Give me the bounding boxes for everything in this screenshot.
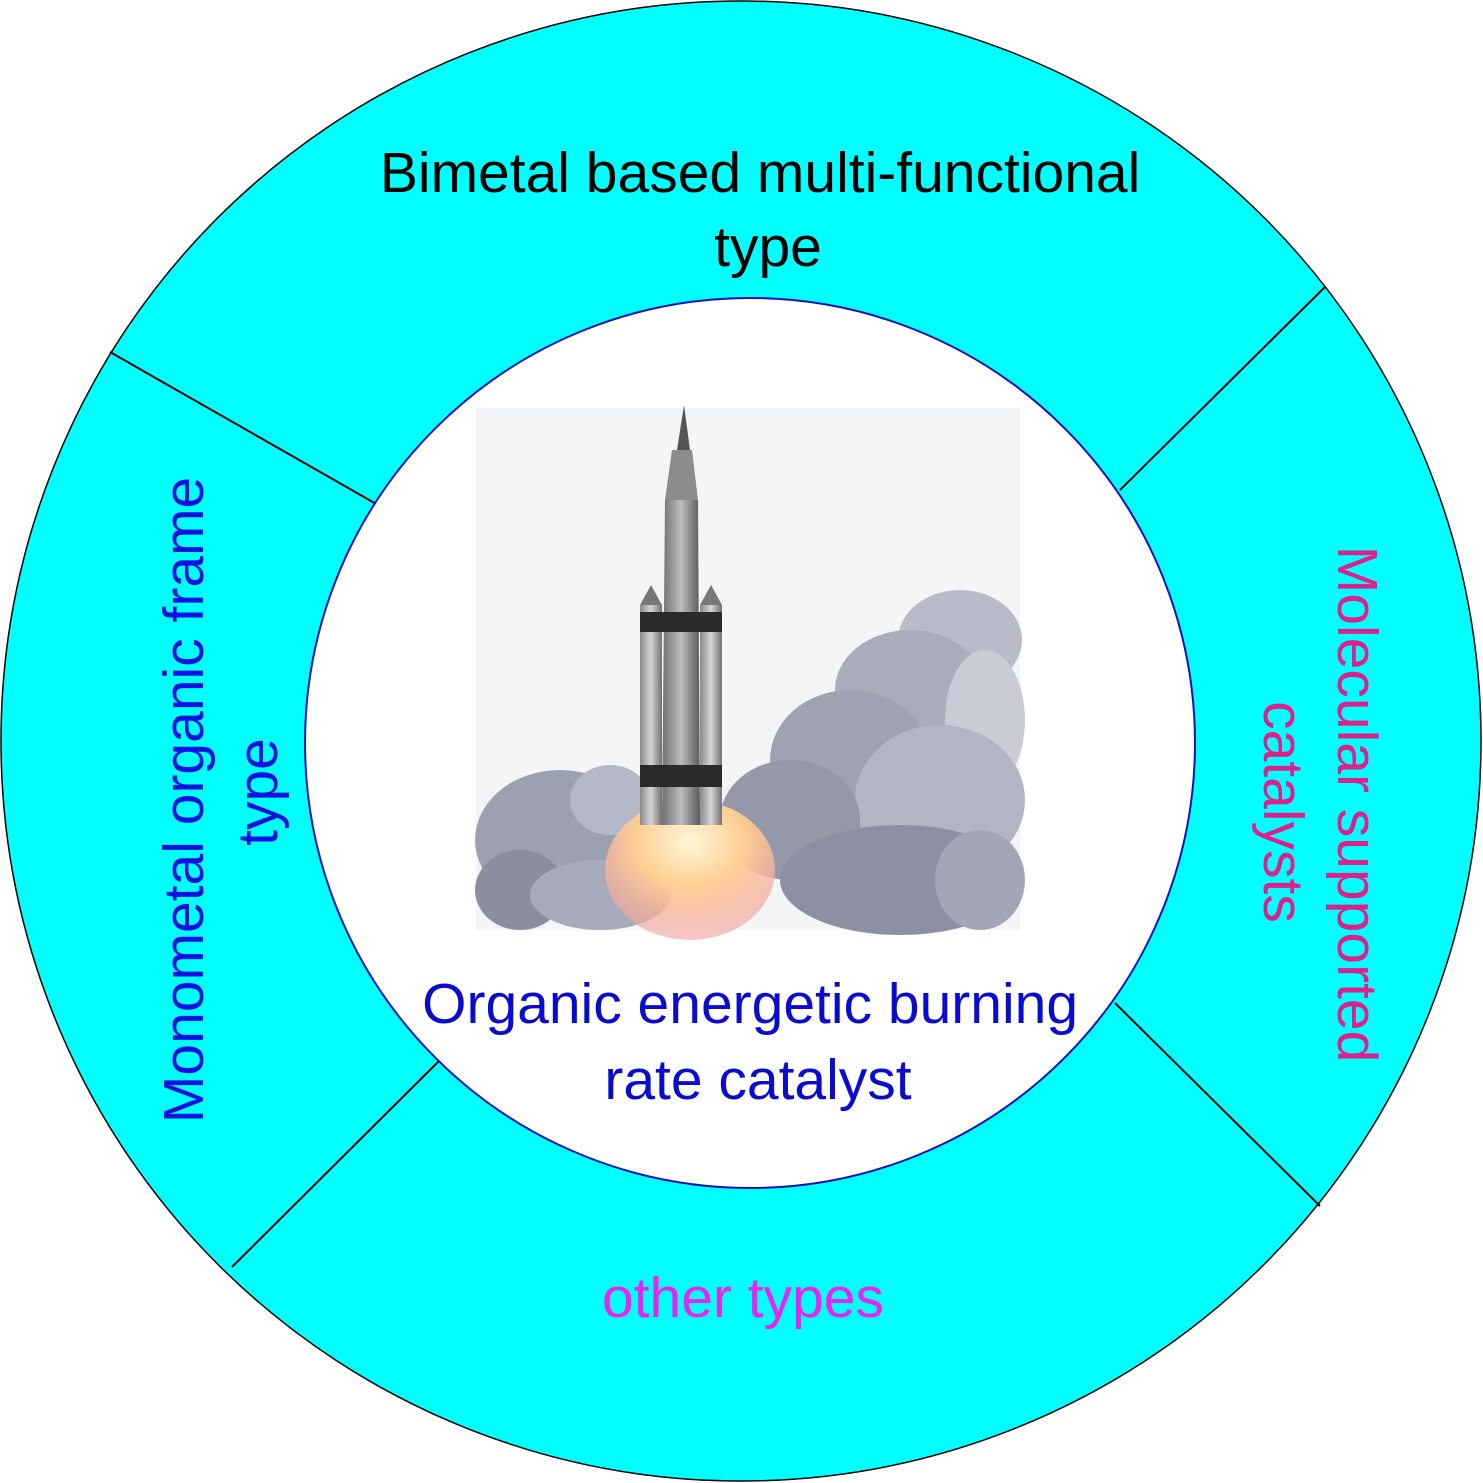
exhaust-flame xyxy=(605,800,775,940)
rocket-booster-left-nose xyxy=(640,585,662,605)
center-title: Organic energetic burning rate catalyst xyxy=(422,972,1094,1112)
segment-label-right: Molecular supported catalysts xyxy=(1251,546,1389,1078)
smoke-clouds xyxy=(475,590,1025,935)
rocket-booster-right xyxy=(700,605,722,825)
rocket-band-upper xyxy=(640,612,722,632)
segment-label-left-line-2: type xyxy=(226,738,290,846)
rocket-upper-stage xyxy=(665,450,698,500)
segment-dividers xyxy=(109,286,1326,1268)
segment-label-top: Bimetal based multi-functional type xyxy=(380,141,1156,279)
segment-label-left-line-1: Monometal organic frame xyxy=(152,477,216,1123)
segment-label-top-line-2: type xyxy=(714,215,822,279)
rocket-band-lower xyxy=(640,765,722,787)
center-title-line-2: rate catalyst xyxy=(604,1048,911,1112)
segment-label-bottom-line-1: other types xyxy=(602,1266,884,1330)
rocket-tip xyxy=(677,405,690,450)
divider-top-right xyxy=(1119,286,1326,491)
center-title-line-1: Organic energetic burning xyxy=(422,972,1078,1036)
divider-bottom-left xyxy=(231,1059,441,1268)
segment-label-left: Monometal organic frame type xyxy=(152,461,290,1123)
segment-label-bottom: other types xyxy=(602,1266,884,1330)
rocket-booster-left xyxy=(640,605,662,825)
segment-label-top-line-1: Bimetal based multi-functional xyxy=(380,141,1140,205)
segment-label-right-line-1: Molecular supported xyxy=(1325,546,1389,1062)
rocket-booster-right-nose xyxy=(700,585,722,605)
rocket-launch-illustration xyxy=(475,405,1025,940)
divider-top-left xyxy=(109,351,379,506)
divider-bottom-right xyxy=(1114,1002,1321,1207)
rocket-core-stage xyxy=(662,500,700,825)
segment-label-right-line-2: catalysts xyxy=(1251,701,1315,923)
